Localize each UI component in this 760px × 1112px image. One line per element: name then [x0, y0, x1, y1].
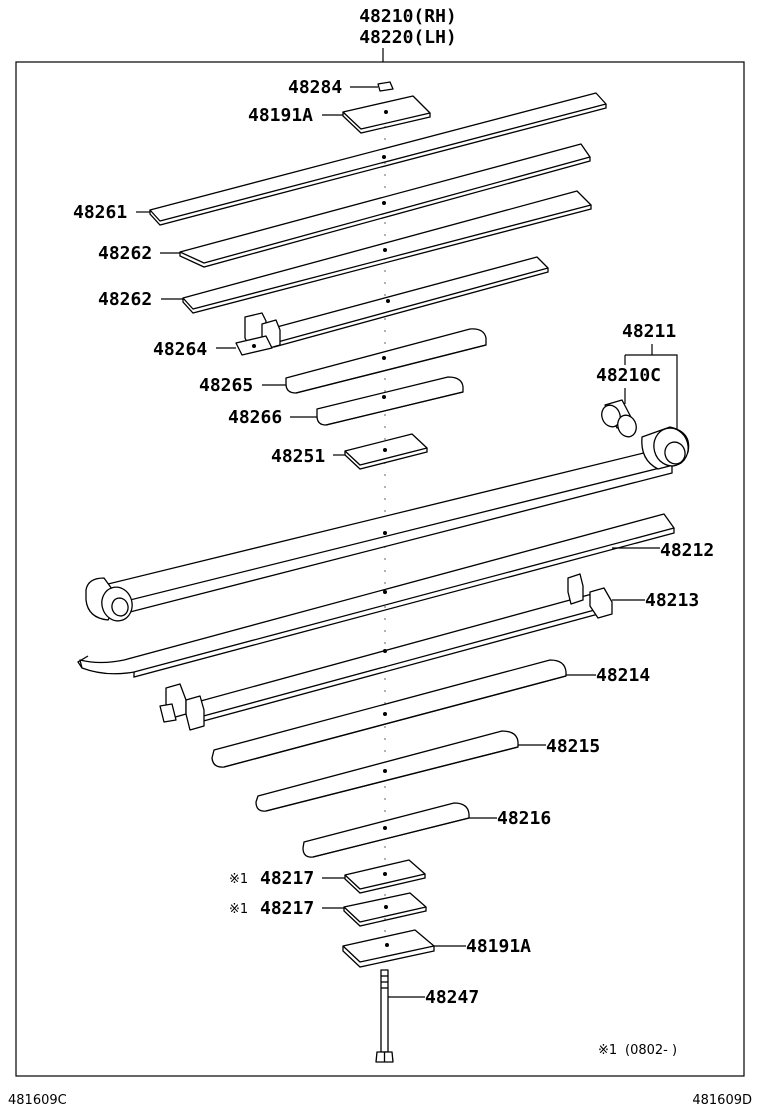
- label-48215: 48215: [546, 736, 600, 757]
- footnote-text: (0802- ): [625, 1043, 677, 1058]
- mark-48217-a: ※1: [229, 872, 248, 887]
- label-48262-b: 48262: [98, 289, 152, 310]
- label-48212: 48212: [660, 540, 714, 561]
- part-48214: 48214: [211, 659, 650, 768]
- label-48217-a: 48217: [260, 868, 314, 889]
- part-48211-group: 48211 48210C: [596, 321, 678, 438]
- part-48264: 48264: [153, 256, 549, 360]
- label-48191A-top: 48191A: [248, 105, 313, 126]
- label-48211: 48211: [622, 321, 676, 342]
- part-48266: 48266: [228, 376, 464, 428]
- part-48247: 48247: [375, 969, 479, 1063]
- label-48214: 48214: [596, 665, 650, 686]
- figure-code-right: 481609D: [692, 1093, 752, 1108]
- part-48265: 48265: [199, 328, 487, 396]
- label-48262-a: 48262: [98, 243, 152, 264]
- diagram-frame: [15, 61, 745, 1077]
- part-48217-b: ※1 48217: [229, 892, 427, 927]
- label-48247: 48247: [425, 987, 479, 1008]
- part-48191A-top: 48191A: [248, 95, 431, 134]
- label-48251: 48251: [271, 446, 325, 467]
- part-48215: 48215: [255, 730, 600, 812]
- part-48251: 48251: [271, 433, 428, 470]
- label-48213: 48213: [645, 590, 699, 611]
- label-48261: 48261: [73, 202, 127, 223]
- part-48211-main-leaf: [85, 426, 690, 622]
- part-48261: 48261: [73, 92, 607, 226]
- footnote-mark: ※1: [598, 1043, 617, 1058]
- part-48212: 48212: [77, 513, 714, 678]
- part-48216: 48216: [302, 802, 551, 858]
- label-48264: 48264: [153, 339, 207, 360]
- assembly-lh-label: 48220(LH): [359, 27, 457, 48]
- part-48217-a: ※1 48217: [229, 859, 426, 894]
- part-48262-b: 48262: [98, 190, 592, 314]
- label-48191A-bottom: 48191A: [466, 936, 531, 957]
- part-48191A-bottom: 48191A: [342, 929, 531, 968]
- label-48266: 48266: [228, 407, 282, 428]
- label-48265: 48265: [199, 375, 253, 396]
- label-48216: 48216: [497, 808, 551, 829]
- label-48210C: 48210C: [596, 365, 661, 386]
- part-48284: 48284: [288, 77, 394, 98]
- part-48213: 48213: [159, 573, 699, 731]
- label-48217-b: 48217: [260, 898, 314, 919]
- figure-code-left: 481609C: [8, 1093, 67, 1108]
- part-48262-a: 48262: [98, 143, 591, 268]
- assembly-rh-label: 48210(RH): [359, 6, 457, 27]
- mark-48217-b: ※1: [229, 902, 248, 917]
- label-48284: 48284: [288, 77, 342, 98]
